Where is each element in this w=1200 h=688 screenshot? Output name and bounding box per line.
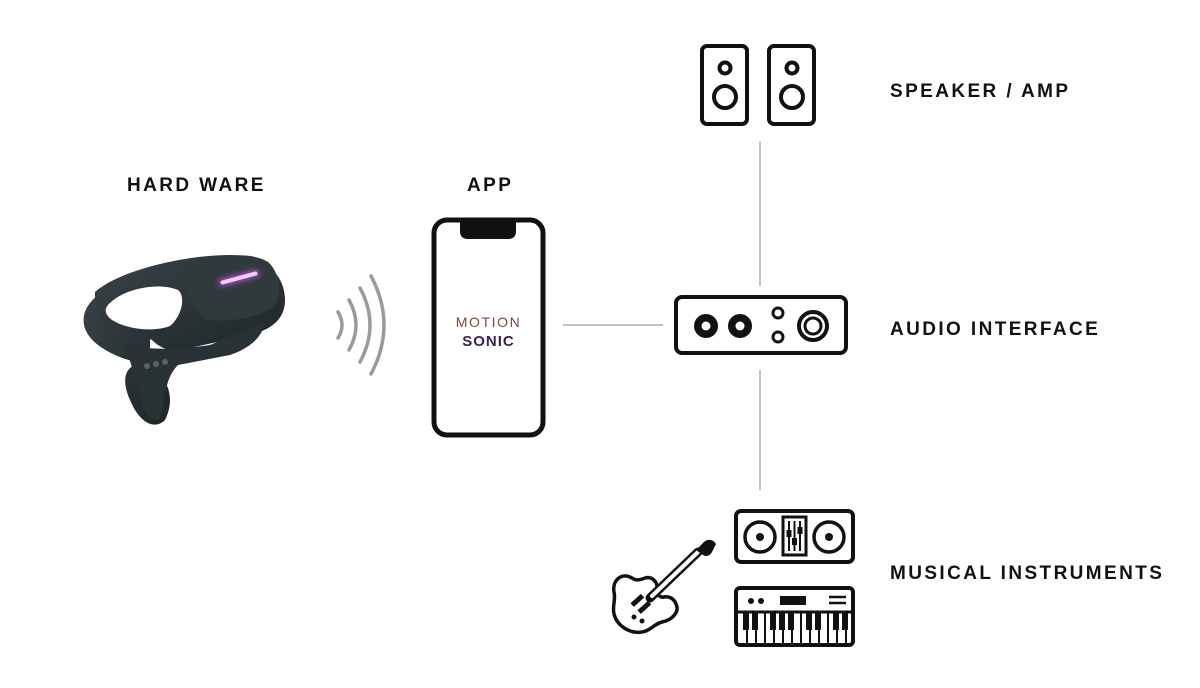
hardware-label: HARD WARE [127,175,266,196]
audio-interface-label: AUDIO INTERFACE [890,319,1101,340]
smartphone-icon: MOTION SONIC [431,217,546,438]
app-label: APP [467,175,514,196]
wearable-ring-device-icon [83,255,285,425]
keyboard-synth-icon [734,586,855,647]
electric-guitar-icon [611,539,716,635]
speaker-pair-icon [700,44,816,126]
speaker-amp-label: SPEAKER / AMP [890,81,1071,102]
wireless-signal-icon [336,274,386,376]
app-logo-text-top: MOTION [456,314,522,330]
audio-interface-icon [674,295,848,355]
app-logo-text-bottom: SONIC [462,333,515,350]
connectors [563,141,761,490]
dj-controller-icon [734,509,855,564]
musical-instruments-label: MUSICAL INSTRUMENTS [890,563,1165,584]
